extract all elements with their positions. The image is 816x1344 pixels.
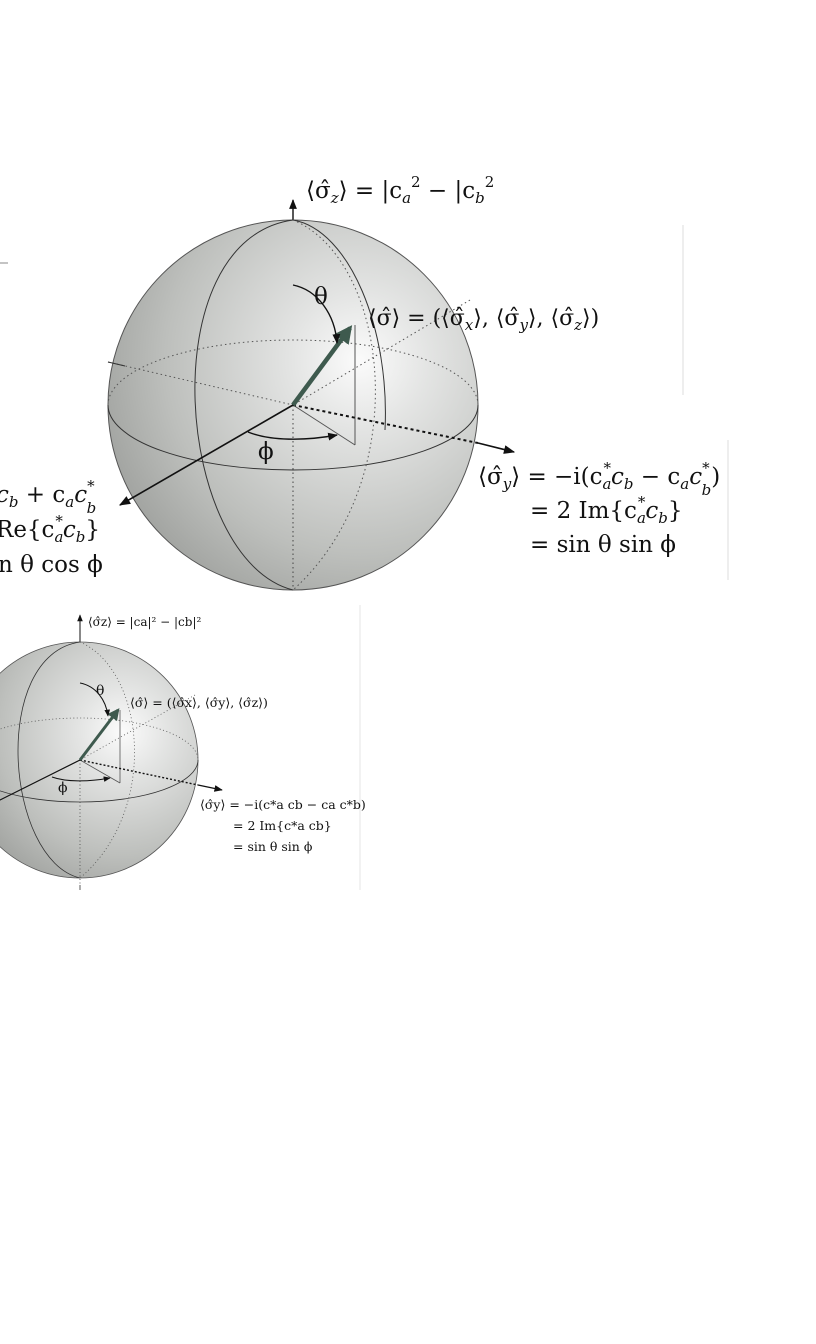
equator-back bbox=[107, 339, 479, 406]
small-sigma-y-line1: ⟨σ̂y⟩ = −i(c*a cb − ca c*b) bbox=[200, 797, 366, 812]
small-equator-front bbox=[0, 759, 199, 803]
y-axis-tail bbox=[107, 361, 126, 367]
small-y-axis bbox=[197, 784, 223, 792]
small-theta-arc bbox=[79, 682, 110, 717]
x-axis bbox=[119, 404, 294, 506]
sigma-x-line2: Re{ca*cb} bbox=[0, 512, 100, 546]
small-sigma-z-label: ⟨σ̂z⟩ = |ca|² − |cb|² bbox=[88, 615, 202, 629]
small-y-axis-inside bbox=[79, 759, 199, 786]
phi-arc bbox=[247, 431, 338, 441]
small-sphere-body bbox=[0, 641, 199, 879]
small-phi-arc bbox=[51, 776, 111, 782]
small-x-axis bbox=[0, 759, 81, 801]
y-axis-inside bbox=[292, 404, 479, 444]
small-bloch-sphere: ⟨σ̂z⟩ = |ca|² − |cb|² θ ϕ ⟨σ̂⟩ = (⟨σ̂x⟩,… bbox=[0, 605, 366, 890]
sigma-y-line1: ⟨σ̂y⟩ = −i(ca*cb − cac*b) bbox=[478, 459, 720, 499]
small-projection-floor bbox=[79, 759, 121, 784]
sigma-vector-label: ⟨σ̂⟩ = (⟨σ̂x⟩, ⟨σ̂y⟩, ⟨σ̂z⟩) bbox=[368, 306, 599, 334]
projection-floor bbox=[292, 404, 356, 446]
x-axis-back bbox=[292, 299, 471, 406]
small-sigma-y-line3: = sin θ sin ϕ bbox=[233, 839, 313, 854]
theta-label: θ bbox=[314, 284, 328, 310]
meridian-front bbox=[194, 219, 294, 591]
phi-label: ϕ bbox=[258, 439, 274, 465]
sigma-y-line2: = 2 Im{ca*cb} bbox=[530, 493, 683, 527]
equator-front bbox=[107, 404, 479, 471]
bloch-vector bbox=[291, 325, 353, 407]
sigma-x-line1: cb + cac*b bbox=[0, 477, 96, 517]
large-bloch-sphere: ⟨σ̂z⟩ = |ca2 − |cb2 θ ϕ ⟨σ̂⟩ = (⟨σ̂x⟩, ⟨… bbox=[0, 173, 729, 591]
y-axis-back bbox=[107, 361, 294, 406]
theta-arc bbox=[292, 284, 341, 344]
small-theta-label: θ bbox=[96, 683, 104, 699]
sigma-x-line3: n θ cos ϕ bbox=[0, 552, 103, 578]
y-axis bbox=[477, 442, 516, 454]
small-bloch-vector bbox=[78, 708, 120, 761]
small-sigma-vector-label: ⟨σ̂⟩ = (⟨σ̂x⟩, ⟨σ̂y⟩, ⟨σ̂z⟩) bbox=[130, 695, 268, 710]
meridian-front-right bbox=[292, 219, 386, 431]
small-equator-back bbox=[0, 717, 199, 761]
small-sigma-y-line2: = 2 Im{c*a cb} bbox=[233, 818, 332, 833]
sigma-z-label: ⟨σ̂z⟩ = |ca2 − |cb2 bbox=[306, 173, 494, 207]
sigma-y-line3: = sin θ sin ϕ bbox=[530, 532, 676, 558]
small-meridian-back bbox=[79, 641, 135, 879]
small-phi-label: ϕ bbox=[58, 780, 68, 796]
